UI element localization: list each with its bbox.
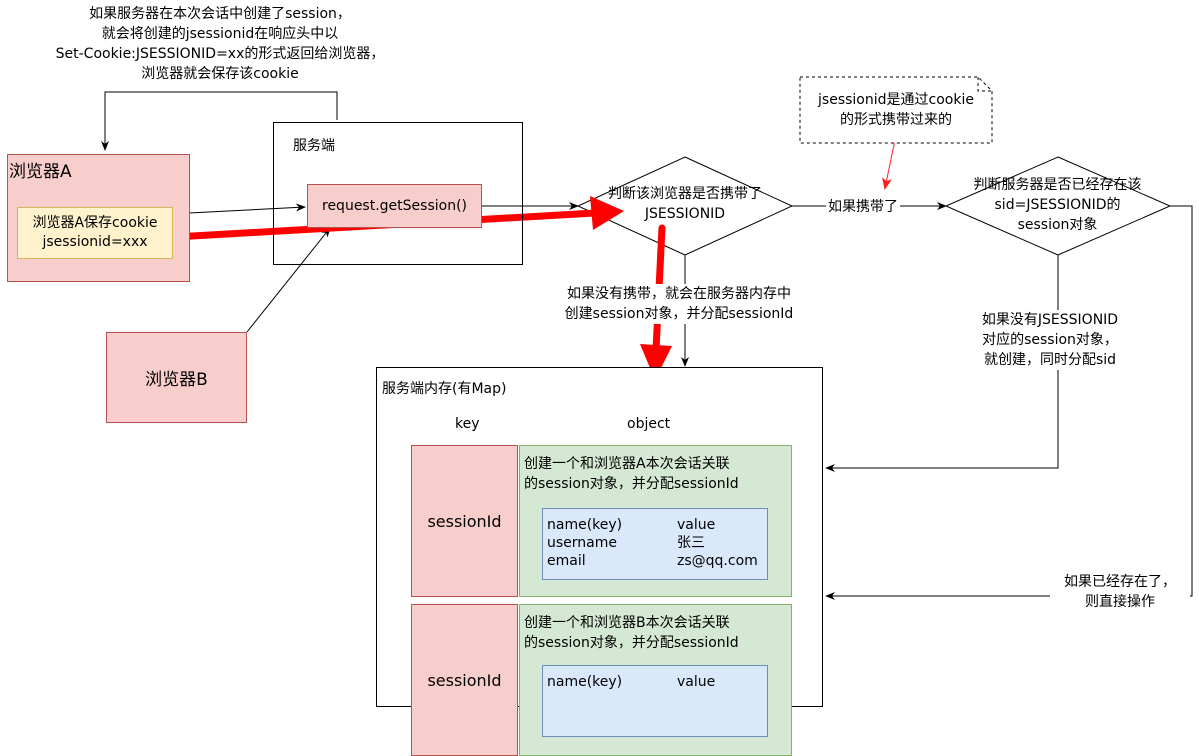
top-response-note: 如果服务器在本次会话中创建了session， 就会将创建的jsessionid在… bbox=[20, 4, 420, 84]
server-title: 服务端 bbox=[293, 138, 335, 154]
entry-2-key: sessionId bbox=[411, 604, 518, 756]
get-session-call: request.getSession() bbox=[307, 184, 482, 228]
no-session-line: 如果没有JSESSIONID bbox=[981, 312, 1119, 328]
entry-key-label: sessionId bbox=[427, 670, 502, 690]
big-red-arrowhead-horizontal bbox=[590, 196, 624, 230]
server-box: 服务端 bbox=[273, 122, 523, 265]
response-arrow bbox=[101, 91, 338, 151]
entry-desc-line: 创建一个和浏览器B本次会话关联 bbox=[524, 615, 730, 631]
entry-2-object: 创建一个和浏览器B本次会话关联 的session对象，并分配sessionId … bbox=[519, 604, 792, 756]
request-arrow-a bbox=[188, 203, 306, 214]
top-note-line: Set-Cookie:JSESSIONID=xx的形式返回给浏览器， bbox=[55, 46, 385, 62]
exists-line: 则直接操作 bbox=[1085, 594, 1155, 610]
carried-label: 如果携带了 bbox=[826, 197, 900, 217]
entry-1-desc: 创建一个和浏览器A本次会话关联 的session对象，并分配sessionId bbox=[524, 454, 739, 494]
big-red-arrowhead-vertical bbox=[640, 344, 672, 380]
entry-2-attributes: name(key)value bbox=[542, 665, 768, 737]
top-note-line: 浏览器就会保存该cookie bbox=[141, 66, 299, 82]
top-note-line: 就会将创建的jsessionid在响应头中以 bbox=[101, 26, 339, 42]
no-session-line: 就创建，同时分配sid bbox=[983, 352, 1117, 368]
callout-pointer bbox=[882, 139, 896, 190]
decision1-line: JSESSIONID bbox=[644, 206, 726, 222]
exists-line: 如果已经存在了， bbox=[1064, 574, 1176, 590]
attribute-row: name(key)value bbox=[547, 517, 716, 533]
memory-title: 服务端内存(有Map) bbox=[382, 381, 507, 397]
browser-a-cookie: 浏览器A保存cookie jsessionid=xxx bbox=[17, 207, 173, 259]
entry-key-label: sessionId bbox=[427, 511, 502, 531]
not-carried-line: 如果没有携带，就会在服务器内存中 bbox=[567, 286, 791, 302]
callout-text: jsessionid是通过cookie 的形式携带过来的 bbox=[800, 90, 992, 130]
top-note-line: 如果服务器在本次会话中创建了session， bbox=[89, 6, 351, 22]
cookie-line: jsessionid=xxx bbox=[42, 234, 148, 250]
browser-b-box: 浏览器B bbox=[106, 332, 247, 423]
not-carried-line: 创建session对象，并分配sessionId bbox=[564, 306, 794, 322]
memory-object-header: object bbox=[627, 416, 671, 432]
decision2-line: session对象 bbox=[1017, 217, 1098, 233]
decision1-text: 判断该浏览器是否携带了 JSESSIONID bbox=[590, 184, 780, 224]
no-session-note: 如果没有JSESSIONID 对应的session对象， 就创建，同时分配sid bbox=[950, 310, 1150, 370]
entry-desc-line: 的session对象，并分配sessionId bbox=[524, 476, 739, 492]
get-session-label: request.getSession() bbox=[322, 198, 467, 214]
exists-note: 如果已经存在了， 则直接操作 bbox=[1050, 572, 1190, 612]
no-session-line: 对应的session对象， bbox=[982, 332, 1118, 348]
entry-desc-line: 的session对象，并分配sessionId bbox=[524, 635, 739, 651]
memory-key-header: key bbox=[455, 416, 480, 432]
not-carried-note: 如果没有携带，就会在服务器内存中 创建session对象，并分配sessionI… bbox=[534, 284, 824, 324]
browser-b-title: 浏览器B bbox=[145, 370, 208, 390]
callout-line: jsessionid是通过cookie bbox=[818, 92, 974, 108]
server-memory-box: 服务端内存(有Map) key object sessionId 创建一个和浏览… bbox=[376, 367, 823, 756]
decision2-text: 判断服务器是否已经存在该 sid=JSESSIONID的 session对象 bbox=[950, 175, 1165, 235]
callout-note-shape bbox=[799, 76, 993, 144]
browser-a-title: 浏览器A bbox=[9, 162, 72, 182]
decision2-line: 判断服务器是否已经存在该 bbox=[973, 177, 1142, 193]
decision2-line: sid=JSESSIONID的 bbox=[994, 197, 1121, 213]
cookie-line: 浏览器A保存cookie bbox=[32, 215, 158, 231]
entry-desc-line: 创建一个和浏览器A本次会话关联 bbox=[524, 456, 730, 472]
attribute-row: name(key)value bbox=[547, 674, 716, 690]
entry-1-key: sessionId bbox=[411, 445, 518, 597]
request-arrow-b bbox=[246, 227, 331, 333]
entry-1-object: 创建一个和浏览器A本次会话关联 的session对象，并分配sessionId … bbox=[519, 445, 792, 597]
browser-a-box: 浏览器A 浏览器A保存cookie jsessionid=xxx bbox=[7, 154, 190, 282]
callout-line: 的形式携带过来的 bbox=[840, 112, 952, 128]
exists-arrow bbox=[825, 205, 1193, 600]
entry-2-desc: 创建一个和浏览器B本次会话关联 的session对象，并分配sessionId bbox=[524, 613, 739, 653]
decision1-line: 判断该浏览器是否携带了 bbox=[608, 186, 762, 202]
